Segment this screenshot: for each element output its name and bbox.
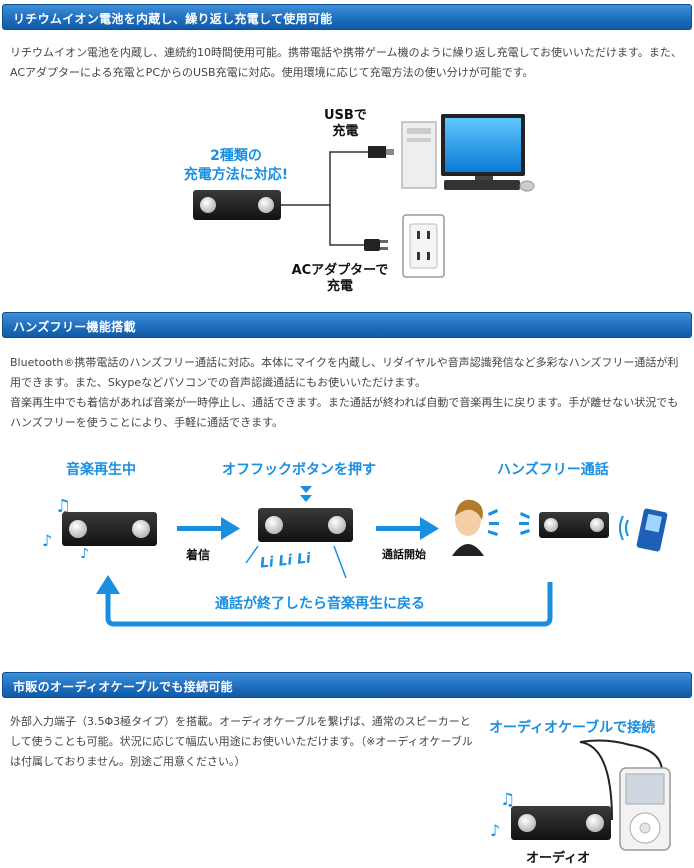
usb-plug-icon <box>368 146 394 158</box>
ac-plug-icon <box>364 239 388 251</box>
right-arrow-icon <box>177 517 240 540</box>
section-header-battery: リチウムイオン電池を内蔵し、繰り返し充電して使用可能 <box>2 4 692 30</box>
music-note-icon: ♫ ♪ <box>490 790 515 840</box>
audio-bottom-label: オーディオ <box>526 851 591 866</box>
return-label: 通話が終了したら音楽再生に戻る <box>215 596 425 612</box>
speaker-icon <box>511 806 611 840</box>
svg-text:♪: ♪ <box>80 546 89 562</box>
usb-charge-label: USBで充電 <box>324 108 367 139</box>
svg-text:♪: ♪ <box>490 821 500 840</box>
voice-waves-icon <box>488 509 530 536</box>
cable-lines <box>281 151 368 246</box>
signal-icon <box>619 515 629 541</box>
return-arrow <box>96 575 553 627</box>
step-offhook-label: オフフックボタンを押す <box>222 462 376 478</box>
svg-text:♪: ♪ <box>42 531 52 550</box>
handsfree-description: Bluetooth®携帯電話のハンズフリー通話に対応。本体にマイクを内蔵し、リダ… <box>10 356 679 429</box>
incoming-call-label: 着信 <box>186 548 211 562</box>
speaker-ringing-icon <box>258 508 353 542</box>
audio-cable-line <box>579 739 663 821</box>
step-handsfree-label: ハンズフリー通話 <box>497 462 609 478</box>
right-arrow-icon <box>376 517 439 540</box>
charge-methods-callout: 2種類の充電方法に対応! <box>183 148 289 183</box>
power-outlet-icon <box>402 214 445 278</box>
call-start-label: 通話開始 <box>382 548 426 561</box>
down-pointer-icon <box>300 486 312 502</box>
section-title: リチウムイオン電池を内蔵し、繰り返し充電して使用可能 <box>13 12 333 26</box>
section-header-handsfree: ハンズフリー機能搭載 <box>2 312 692 338</box>
music-note-icon: ♫ ♪ ♪ <box>42 496 89 562</box>
audio-cable-title: オーディオケーブルで接続 <box>489 720 656 736</box>
svg-text:♫: ♫ <box>500 790 515 810</box>
person-icon <box>452 499 484 556</box>
speaker-call-icon <box>539 512 609 538</box>
ring-lines <box>245 545 347 579</box>
ac-charge-label: ACアダプターで充電 <box>291 263 389 294</box>
speaker-playing-icon <box>62 512 157 546</box>
svg-text:♫: ♫ <box>55 496 71 517</box>
section-title: 市販のオーディオケーブルでも接続可能 <box>13 680 233 694</box>
desktop-pc-icon <box>401 114 535 192</box>
audio-description: 外部入力端子（3.5Φ3極タイプ）を搭載。オーディオケーブルを繋げば、通常のスピ… <box>10 715 473 768</box>
battery-description: リチウムイオン電池を内蔵し、連続約10時間使用可能。携帯電話や携帯ゲーム機のよう… <box>10 46 682 79</box>
section-header-audio: 市販のオーディオケーブルでも接続可能 <box>2 672 692 698</box>
step-music-label: 音楽再生中 <box>66 462 136 478</box>
section-title: ハンズフリー機能搭載 <box>13 320 136 334</box>
mobile-phone-icon <box>636 508 668 552</box>
speaker-icon <box>193 190 281 220</box>
music-player-icon <box>619 767 671 851</box>
